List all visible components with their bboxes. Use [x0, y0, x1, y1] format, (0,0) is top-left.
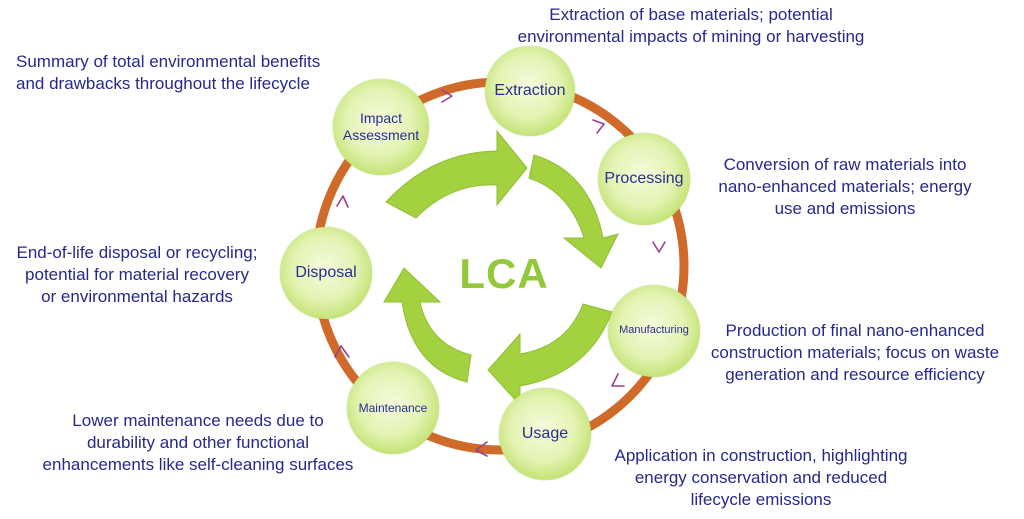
- node-label: Manufacturing: [619, 324, 689, 337]
- node-label: Usage: [521, 425, 569, 443]
- node-extraction[interactable]: Extraction: [485, 46, 575, 136]
- node-label: Processing: [604, 170, 684, 188]
- cycle-arrow-icon: [383, 267, 472, 383]
- description-disposal: End-of-life disposal or recycling; poten…: [16, 243, 258, 306]
- node-label: Disposal: [295, 264, 357, 282]
- description-usage: Application in construction, highlightin…: [614, 446, 908, 509]
- node-usage[interactable]: Usage: [499, 388, 591, 480]
- cycle-arrow-icon: [528, 154, 619, 269]
- node-label: Assessment: [342, 127, 420, 143]
- node-impact-assessment[interactable]: Impact Assessment: [333, 79, 429, 175]
- ring-arrow-icon: [441, 89, 453, 103]
- node-disposal[interactable]: Disposal: [280, 227, 372, 319]
- description-processing: Conversion of raw materials into nano-en…: [718, 155, 972, 218]
- description-impact-assessment: Summary of total environmental benefits …: [16, 52, 321, 93]
- cycle-arrow-icon: [385, 129, 528, 219]
- node-maintenance[interactable]: Maintenance: [347, 362, 439, 454]
- ring-arrow-icon: [611, 373, 625, 387]
- ring-arrow-icon: [475, 441, 488, 457]
- node-label: Extraction: [494, 82, 566, 100]
- center-label: LCA: [459, 250, 549, 297]
- node-label: Maintenance: [358, 400, 428, 415]
- ring-arrow-icon: [334, 345, 350, 358]
- node-manufacturing[interactable]: Manufacturing: [608, 285, 700, 377]
- ring-arrow-icon: [652, 241, 666, 253]
- description-manufacturing: Production of final nano-enhanced constr…: [710, 321, 1000, 384]
- ring-arrow-icon: [336, 195, 349, 208]
- node-processing[interactable]: Processing: [598, 133, 690, 225]
- description-extraction: Extraction of base materials; potential …: [517, 5, 865, 46]
- ring-arrow-icon: [592, 119, 605, 134]
- node-label: Impact: [359, 110, 402, 127]
- description-maintenance: Lower maintenance needs due to durabilit…: [42, 411, 354, 474]
